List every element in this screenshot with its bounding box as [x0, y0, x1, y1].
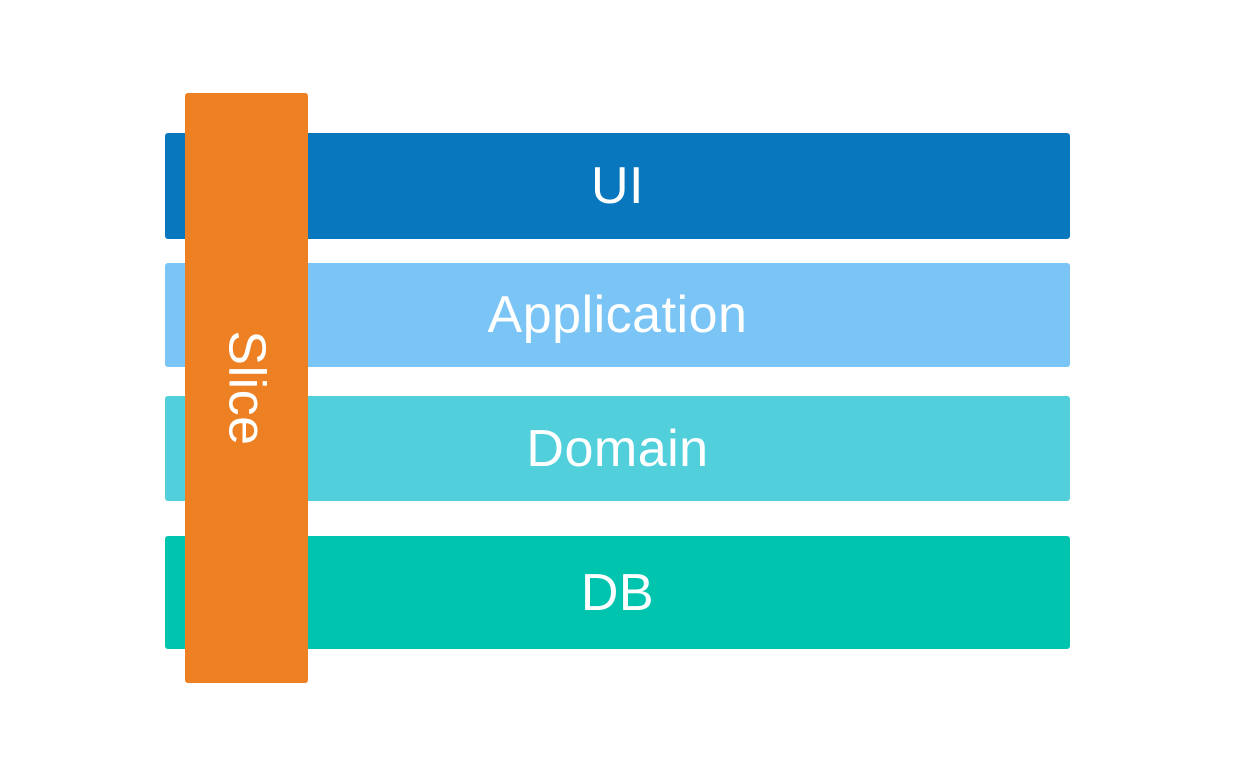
slice-bar[interactable]: Slice [185, 93, 308, 683]
layer-bar-domain[interactable]: Domain [165, 396, 1070, 501]
layer-label-ui: UI [591, 157, 644, 215]
layer-bar-ui[interactable]: UI [165, 133, 1070, 239]
layer-label-application: Application [487, 286, 748, 344]
layer-label-domain: Domain [526, 419, 709, 478]
layer-bar-application[interactable]: Application [165, 263, 1070, 367]
layer-bar-db[interactable]: DB [165, 536, 1070, 649]
layer-label-db: DB [580, 563, 655, 622]
slice-label: Slice [217, 330, 276, 446]
